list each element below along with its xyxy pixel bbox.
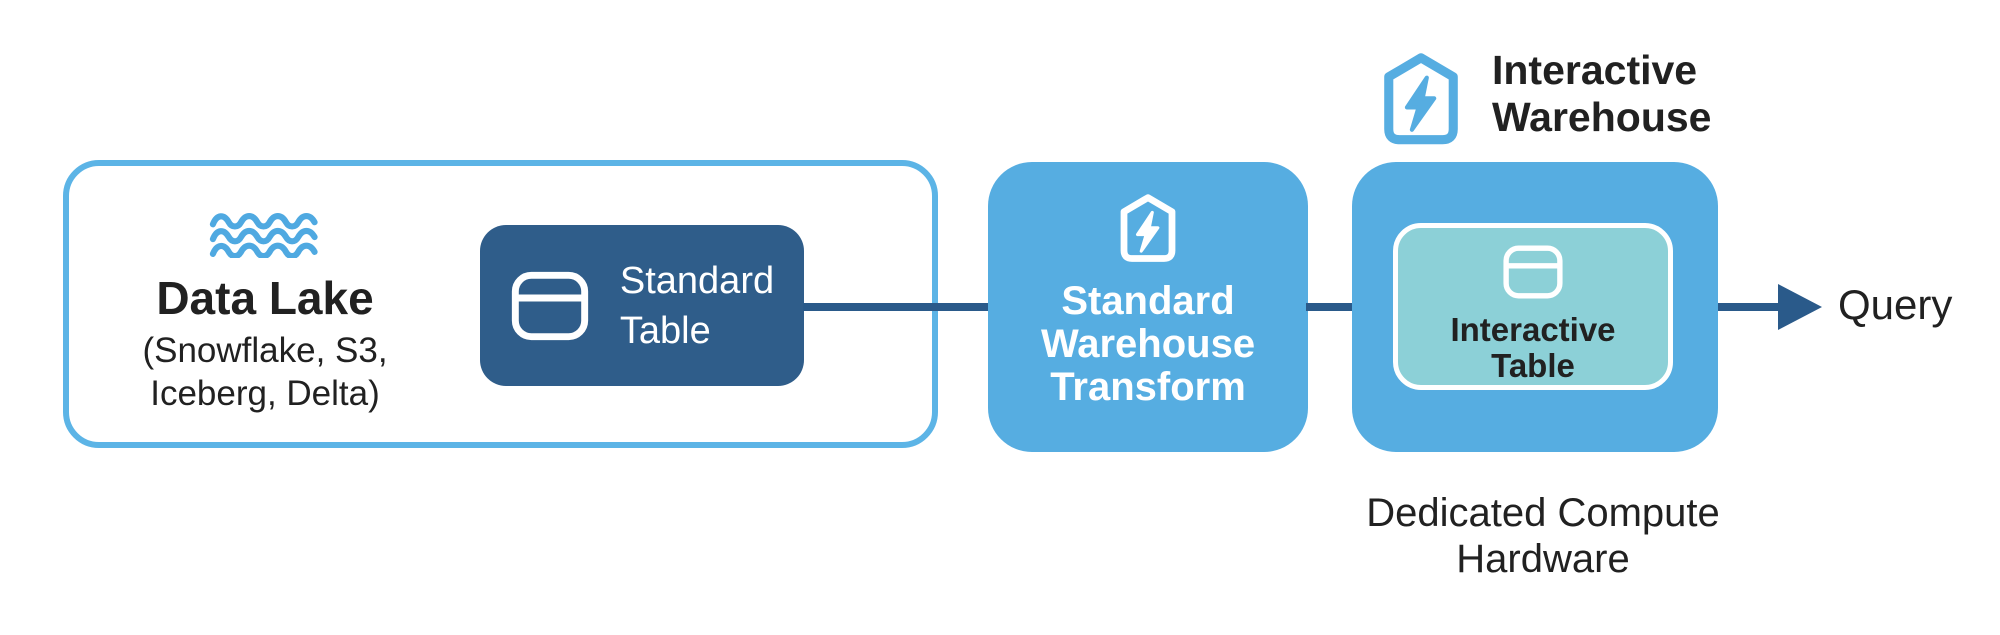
standard-table-node: Standard Table <box>480 225 804 386</box>
standard-warehouse-transform-label: Standard Warehouse Transform <box>1041 280 1255 409</box>
data-lake-heading: Data Lake <box>156 272 374 324</box>
house-bolt-icon <box>1384 53 1458 145</box>
data-lake-subtitle-line1: (Snowflake, S3, <box>142 331 388 370</box>
interactive-table-label-line1: Interactive <box>1450 311 1616 348</box>
data-lake-text-block: Data Lake (Snowflake, S3, Iceberg, Delta… <box>85 273 445 415</box>
dedicated-compute-line2: Hardware <box>1456 537 1630 581</box>
transform-label-line2: Warehouse <box>1040 322 1256 366</box>
waves-icon <box>209 213 318 258</box>
standard-warehouse-transform-node: Standard Warehouse Transform <box>988 162 1308 452</box>
interactive-table-label: Interactive Table <box>1450 312 1615 384</box>
standard-table-label: Standard Table <box>620 256 774 356</box>
table-icon <box>511 271 589 340</box>
interactive-warehouse-title: Interactive Warehouse <box>1492 47 1711 141</box>
house-bolt-icon <box>1120 194 1176 262</box>
interactive-table-node: Interactive Table <box>1393 223 1673 390</box>
transform-label-line3: Transform <box>1050 365 1246 409</box>
flow-line-warehouse-to-query <box>1718 303 1780 311</box>
flow-line-table-to-transform <box>803 303 989 311</box>
table-icon <box>1503 245 1563 299</box>
arrowhead-to-query <box>1778 284 1822 330</box>
dedicated-compute-caption: Dedicated Compute Hardware <box>1360 490 1726 582</box>
dedicated-compute-line1: Dedicated Compute <box>1366 491 1720 535</box>
flow-line-transform-to-warehouse <box>1306 303 1362 311</box>
query-label: Query <box>1838 281 1953 328</box>
standard-table-label-line2: Table <box>619 309 711 352</box>
data-lake-subtitle-line2: Iceberg, Delta) <box>150 374 380 413</box>
interactive-table-label-line2: Table <box>1491 347 1575 384</box>
interactive-warehouse-title-line1: Interactive <box>1492 47 1698 93</box>
interactive-warehouse-title-line2: Warehouse <box>1492 94 1712 140</box>
transform-label-line1: Standard <box>1061 279 1235 323</box>
interactive-warehouse-node: Interactive Table <box>1352 162 1718 452</box>
standard-table-label-line1: Standard <box>619 259 775 302</box>
